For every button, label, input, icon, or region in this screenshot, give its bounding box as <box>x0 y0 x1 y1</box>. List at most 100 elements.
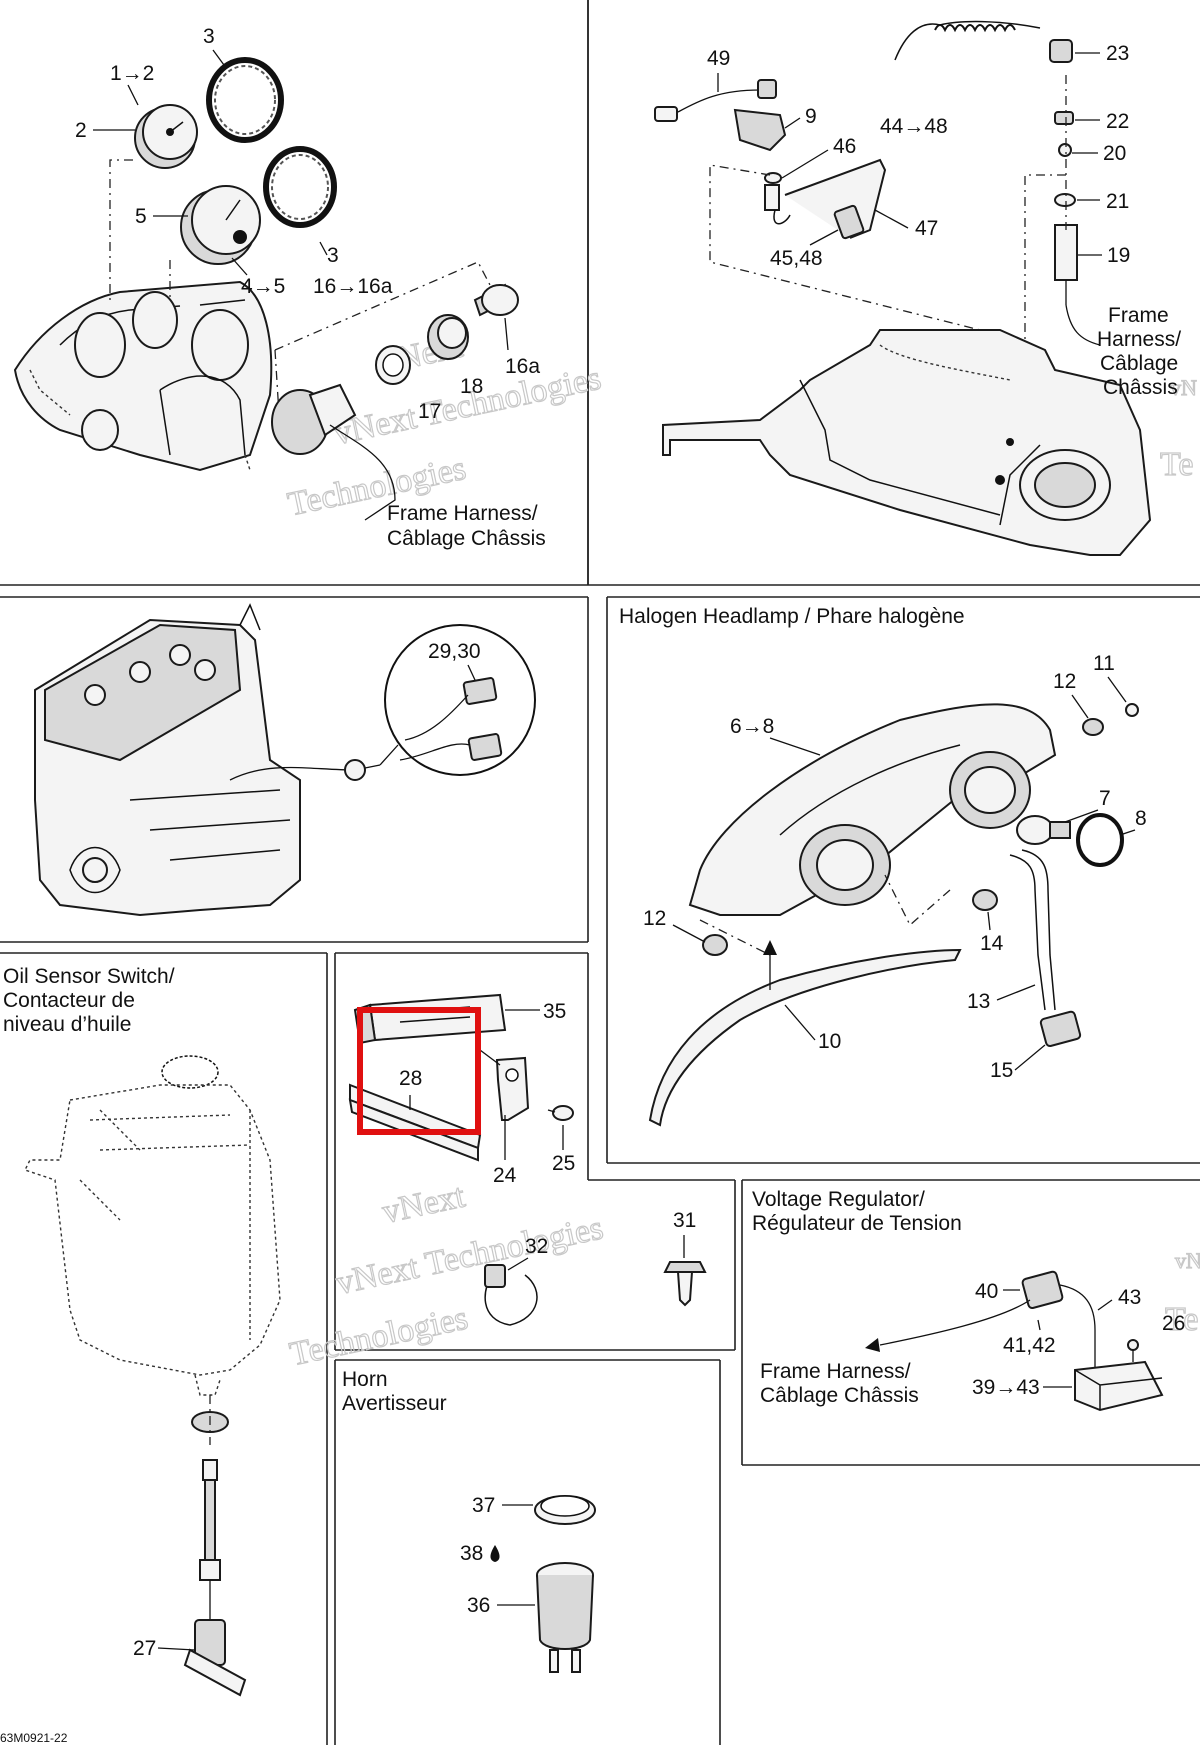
callout: 32 <box>525 1235 548 1258</box>
callout: 36 <box>467 1594 490 1617</box>
panel-title: Voltage Regulator/ <box>752 1188 925 1211</box>
callout: 22 <box>1106 110 1129 133</box>
callout: 37 <box>472 1494 495 1517</box>
tether-cord-icon <box>894 20 1073 63</box>
callout: 11 <box>1093 652 1115 675</box>
callout: 43 <box>1118 1286 1141 1309</box>
panel-title: Horn <box>342 1368 388 1391</box>
panel-title: Halogen Headlamp / Phare halogène <box>619 605 965 628</box>
switch-16-icon <box>271 383 396 521</box>
retainer-ring-8-icon <box>1076 813 1124 867</box>
callout: 9 <box>805 105 817 128</box>
fastener-panel: 31 32 <box>484 1209 707 1326</box>
tether-cap-22-icon <box>1054 111 1074 125</box>
tube-13-icon <box>1009 849 1056 1011</box>
switch-18-icon <box>427 314 469 360</box>
horn-ring-37-icon <box>534 1495 596 1525</box>
nut-17-icon <box>375 345 411 385</box>
callout: 16→16a <box>313 275 393 298</box>
callout: 24 <box>493 1164 517 1187</box>
callout: 40 <box>975 1280 998 1303</box>
callout: 4→5 <box>241 275 285 298</box>
clamp-32-icon <box>484 1264 538 1326</box>
watermark-text: vN <box>1175 1248 1200 1273</box>
panel-title: Avertisseur <box>342 1392 447 1415</box>
callout: 3 <box>203 25 215 48</box>
gauge-cluster-panel <box>13 57 519 521</box>
engine-icon <box>34 603 381 917</box>
callout: 16a <box>505 355 540 378</box>
callout: 27 <box>133 1637 156 1660</box>
strip-28-icon <box>348 1083 482 1162</box>
key-16a-icon <box>473 283 519 317</box>
callout: 38 <box>460 1542 483 1565</box>
callout: 29,30 <box>428 640 481 663</box>
callout-frame-harness: Châssis <box>1103 376 1178 399</box>
callout: 41,42 <box>1003 1334 1056 1357</box>
callout: 26 <box>1162 1312 1185 1335</box>
washer-20-icon <box>1058 143 1072 157</box>
callout-frame-harness: Câblage <box>1100 352 1178 375</box>
callout: 23 <box>1106 42 1129 65</box>
gauge-cluster-callouts: 1→2 2 3 3 5 4→5 16→16a 16a 18 17 Frame H… <box>75 25 546 550</box>
front-fairing-panel <box>654 20 1152 556</box>
callout-highlighted: 28 <box>399 1067 422 1090</box>
connector-49-icon <box>654 79 777 122</box>
callout-frame-harness: Harness/ <box>1097 328 1181 351</box>
grease-tube-35-icon <box>353 993 507 1045</box>
cap-14-icon <box>972 889 998 911</box>
callout: 45,48 <box>770 247 823 270</box>
watermark-text: Te <box>1165 1301 1199 1338</box>
callout: 15 <box>990 1059 1013 1082</box>
callout-frame-harness: Câblage Châssis <box>760 1384 919 1407</box>
callout: 35 <box>543 1000 566 1023</box>
regulator-39-icon <box>1074 1360 1164 1412</box>
watermark-text: vNext Technologies <box>333 1209 607 1302</box>
callout: 25 <box>552 1152 575 1175</box>
callout: 18 <box>460 375 483 398</box>
panel-title: Régulateur de Tension <box>752 1212 962 1235</box>
fitting-46-icon <box>764 172 782 211</box>
callout: 10 <box>818 1030 841 1053</box>
headlamp-assembly-icon <box>688 703 1057 916</box>
watermark-text: vNext Technologies <box>331 360 605 453</box>
callout: 3 <box>327 244 339 267</box>
horn-36-icon <box>536 1562 594 1673</box>
gauge-2-icon <box>134 104 198 169</box>
callout: 12 <box>1053 670 1076 693</box>
callout: 5 <box>135 205 147 228</box>
highlight-box <box>357 1007 481 1135</box>
bezel-ring-icon <box>263 146 337 228</box>
oil-sensor-27-icon <box>183 1459 247 1697</box>
callout: 17 <box>418 400 441 423</box>
push-rivet-31-icon <box>663 1261 707 1307</box>
trim-strip-10-icon <box>648 948 962 1127</box>
screw-25-icon <box>547 1105 574 1121</box>
callout: 2 <box>75 119 87 142</box>
callout: 1→2 <box>110 62 154 85</box>
callout: 44→48 <box>880 115 948 138</box>
headlamp-callouts: 6→8 12 11 7 8 12 14 13 10 15 <box>643 652 1147 1082</box>
watermark-text: Technologies <box>287 1300 472 1374</box>
cap-9-icon <box>733 108 787 152</box>
callout-frame-harness: Frame <box>1108 304 1169 327</box>
watermark-text: vN <box>1170 375 1197 400</box>
engine-panel: 29,30 <box>34 603 536 917</box>
callout: 14 <box>980 932 1004 955</box>
callout: 19 <box>1107 244 1130 267</box>
connector-45-icon <box>833 204 865 240</box>
screw-26-icon <box>1127 1339 1139 1362</box>
callout: 12 <box>643 907 666 930</box>
watermark: vNext vNext Technologies Technologies <box>286 1177 607 1374</box>
connector-15-icon <box>1039 1010 1082 1048</box>
callout: 46 <box>833 135 856 158</box>
callout: 49 <box>707 47 730 70</box>
connector-40-icon <box>1021 1270 1096 1370</box>
hose-47-icon <box>773 158 887 239</box>
bulb-7-icon <box>1016 815 1071 845</box>
headlamp-panel: Halogen Headlamp / Phare halogène <box>619 605 1139 1127</box>
clip-24-icon <box>495 1056 530 1121</box>
panel-title: niveau d’huile <box>3 1013 131 1036</box>
watermark-text: vNext <box>379 1177 469 1231</box>
